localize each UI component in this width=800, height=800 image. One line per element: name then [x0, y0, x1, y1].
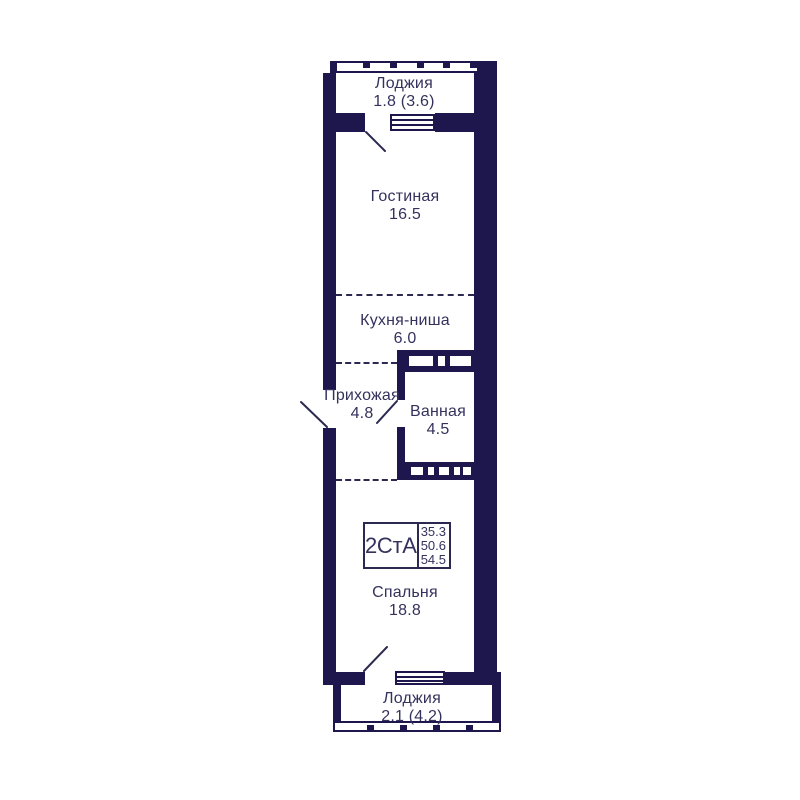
room-area: 2.1 (4.2) [381, 708, 443, 725]
room-label-loggia-top: Лоджия 1.8 (3.6) [336, 75, 472, 111]
room-name: Гостиная [370, 188, 440, 205]
room-area: 1.8 (3.6) [373, 93, 435, 110]
window-bedroom-loggia [395, 671, 445, 685]
unit-area-total: 54.5 [420, 551, 446, 567]
duct-opening [439, 467, 449, 475]
glazing-mullion [466, 725, 473, 730]
duct-opening [428, 467, 434, 475]
divider-hallway-bedroom [336, 479, 397, 481]
window-pane-line [397, 680, 443, 682]
glazing-mullion [443, 63, 450, 68]
unit-badge: 2СтА 35.3 50.6 54.5 [363, 522, 451, 569]
room-label-kitchen: Кухня-ниша 6.0 [336, 312, 474, 348]
wall-bedroom-loggia-right [445, 672, 497, 685]
room-area: 18.8 [389, 602, 421, 619]
divider-kitchen-hallway [336, 362, 397, 364]
wall-loggia-top-divider-right [435, 113, 474, 132]
room-area: 6.0 [393, 330, 417, 347]
room-area: 4.8 [350, 405, 374, 422]
room-label-loggia-bottom: Лоджия 2.1 (4.2) [342, 690, 482, 726]
room-label-hallway: Прихожая 4.8 [316, 387, 408, 423]
window-pane-line [392, 119, 433, 121]
room-area: 16.5 [389, 206, 421, 223]
duct-bathroom-top [397, 350, 477, 372]
room-name: Ванная [409, 403, 466, 420]
door-swing-bathroom [376, 400, 398, 424]
unit-areas: 35.3 50.6 54.5 [416, 523, 449, 567]
glazing-cap [332, 63, 337, 71]
duct-opening [463, 467, 471, 475]
room-name: Лоджия [375, 75, 433, 92]
room-name: Лоджия [383, 690, 441, 707]
glazing-mullion [470, 63, 477, 68]
wall-bathroom-left-lower [397, 427, 405, 480]
room-name: Прихожая [324, 387, 400, 404]
glazing-cap [477, 63, 495, 71]
glazing-mullion [390, 63, 397, 68]
duct-bathroom-bottom [397, 462, 474, 480]
wall-left-upper [323, 73, 336, 390]
glazing-mullion [363, 63, 370, 68]
duct-opening [454, 467, 460, 475]
wall-bedroom-loggia-left [323, 672, 365, 685]
loggia-top-glazing [330, 61, 497, 73]
room-name: Кухня-ниша [360, 312, 450, 329]
window-pane-line [392, 124, 433, 126]
window-living-loggia [390, 114, 435, 131]
door-swing-entrance [300, 401, 328, 428]
room-area: 4.5 [426, 421, 450, 438]
divider-living-kitchen [336, 294, 474, 296]
wall-loggia-bottom-left [333, 685, 341, 722]
wall-loggia-bottom-right [492, 672, 501, 722]
loggia-bottom-glazing [333, 721, 501, 732]
wall-right [474, 73, 497, 672]
glazing-mullion [400, 725, 407, 730]
window-pane-line [397, 676, 443, 678]
room-label-living: Гостиная 16.5 [336, 188, 474, 224]
duct-opening [409, 356, 433, 366]
room-label-bathroom: Ванная 4.5 [402, 403, 474, 439]
duct-opening [450, 356, 471, 366]
door-swing-bedroom-loggia [363, 646, 388, 672]
glazing-mullion [367, 725, 374, 730]
room-name: Спальня [372, 584, 438, 601]
duct-opening [411, 467, 423, 475]
unit-type: 2СтА [365, 532, 417, 558]
wall-loggia-top-divider-left [323, 113, 365, 132]
glazing-mullion [433, 725, 440, 730]
wall-bathroom-left-upper [397, 372, 405, 400]
unit-area-living: 35.3 [420, 523, 446, 539]
unit-area-main: 50.6 [420, 537, 446, 553]
duct-opening [438, 356, 445, 366]
wall-left-lower [323, 428, 336, 685]
glazing-mullion [417, 63, 424, 68]
door-swing-living-loggia [365, 131, 386, 152]
room-label-bedroom: Спальня 18.8 [336, 584, 474, 620]
